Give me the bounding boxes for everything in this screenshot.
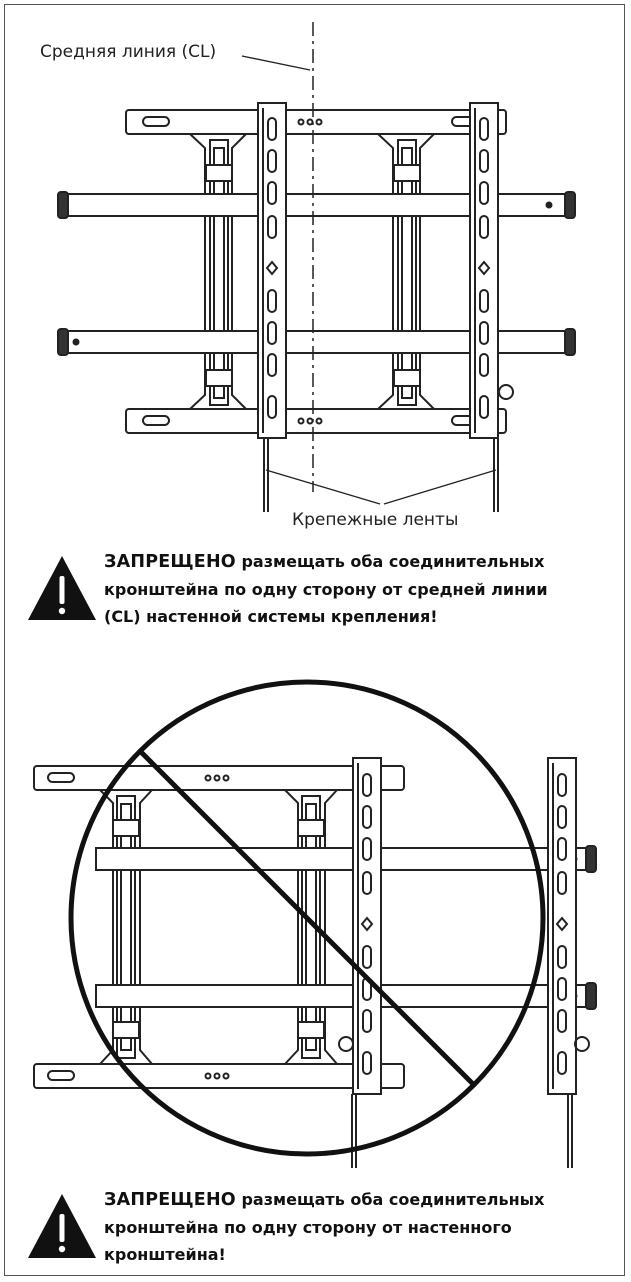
warning-line: кронштейна!: [104, 1245, 226, 1264]
prohibition-icon: [68, 679, 546, 1157]
top-rail: [125, 109, 507, 135]
warning-text-2: ЗАПРЕЩЕНО размещать оба соединительных к…: [104, 1186, 544, 1268]
wall-bracket-right: [469, 102, 514, 512]
arm-right: [377, 133, 435, 410]
warning-text-1: ЗАПРЕЩЕНО размещать оба соединительных к…: [104, 548, 548, 630]
tube-upper-2: [95, 845, 597, 873]
warning-line: кронштейна по одну сторону от настенного: [104, 1218, 512, 1237]
bottom-rail-2: [33, 1063, 405, 1089]
arm-left: [189, 133, 247, 410]
centerline-label: Средняя линия (CL): [40, 42, 217, 62]
wall-bracket-right-2: [547, 757, 590, 1168]
page-frame: [4, 4, 625, 1276]
wall-bracket-left-2: [338, 757, 382, 1168]
tube-upper: [57, 191, 576, 219]
warning-line: кронштейна по одну сторону от средней ли…: [104, 580, 548, 599]
warning-keyword: ЗАПРЕЩЕНО: [104, 1190, 236, 1210]
warning-line: размещать оба соединительных: [235, 1190, 545, 1209]
arm-left-2: [99, 789, 153, 1065]
warning-triangle-icon: [28, 1194, 96, 1258]
arm-right-2: [284, 789, 338, 1065]
warning-line: (CL) настенной системы крепления!: [104, 607, 438, 626]
wall-bracket-left: [257, 102, 287, 512]
tube-lower-2: [95, 982, 597, 1010]
warning-block-2: ЗАПРЕЩЕНО размещать оба соединительных к…: [104, 1186, 544, 1268]
warning-block-1: ЗАПРЕЩЕНО размещать оба соединительных к…: [104, 548, 548, 630]
tube-lower: [57, 328, 576, 356]
warning-keyword: ЗАПРЕЩЕНО: [104, 552, 236, 572]
warning-triangle-icon: [28, 556, 96, 620]
warning-line: размещать оба соединительных: [235, 552, 545, 571]
mounting-diagram-prohibited: [33, 757, 597, 1168]
bottom-rail: [125, 408, 507, 434]
straps-label: Крепежные ленты: [292, 510, 459, 530]
top-rail-2: [33, 765, 405, 791]
